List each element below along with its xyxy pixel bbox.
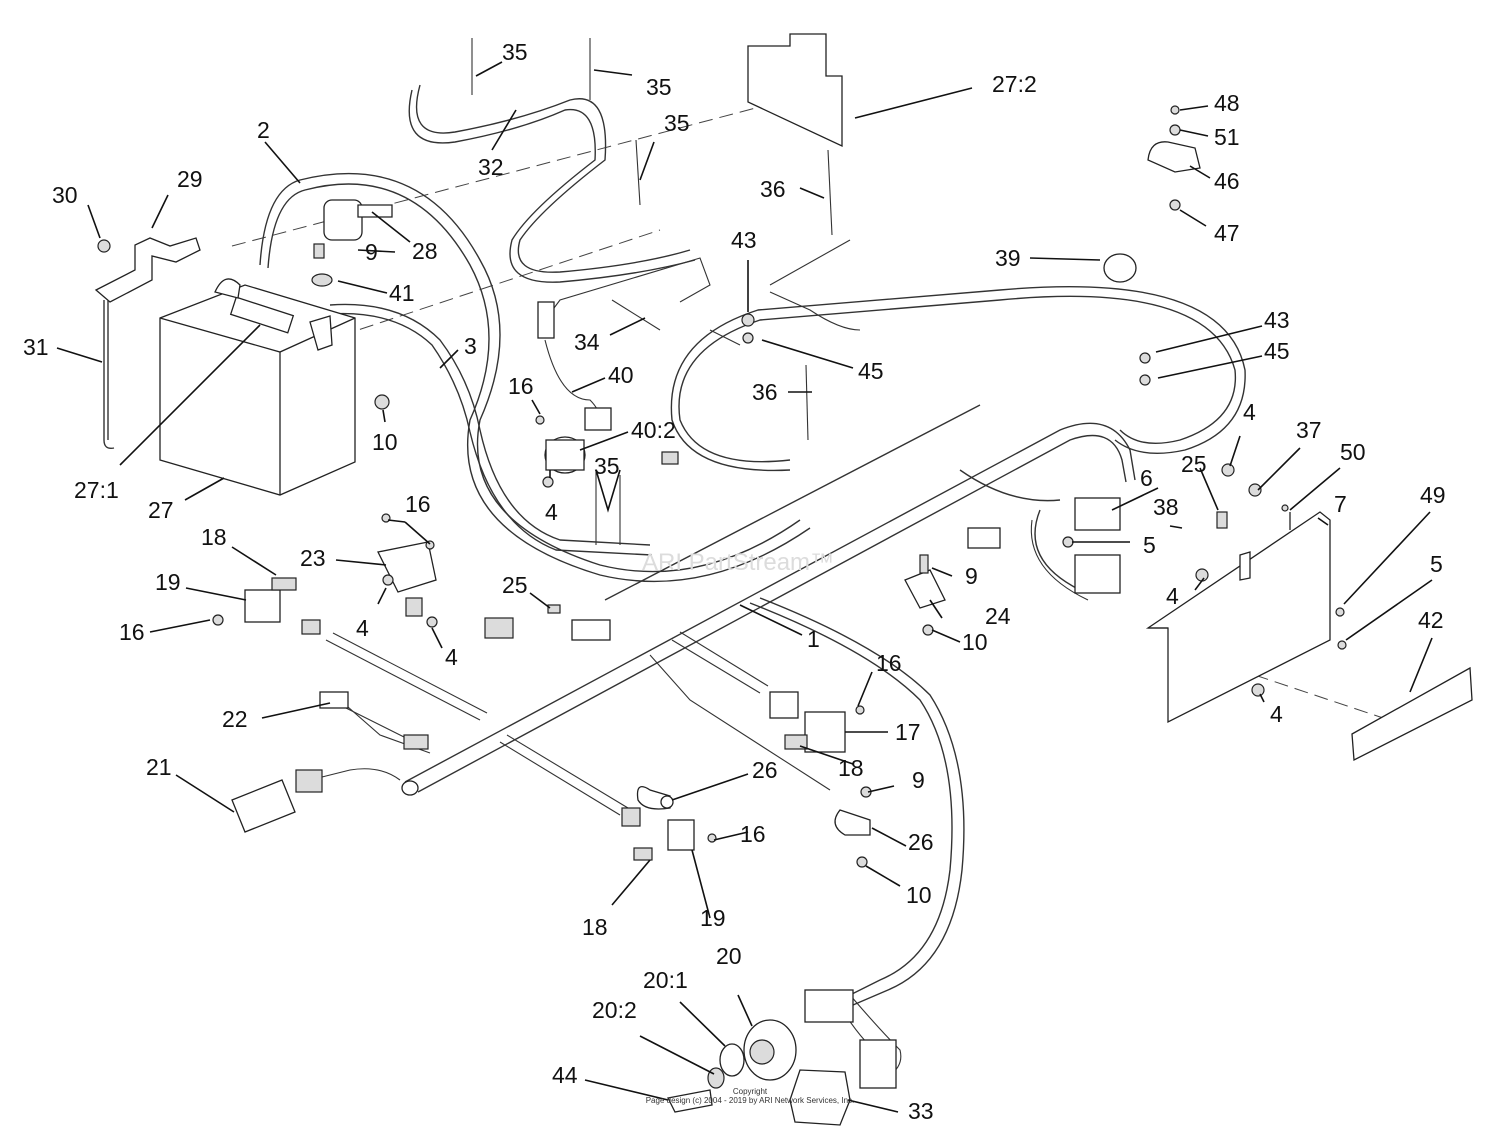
callout-40: 40 [608, 362, 634, 388]
callout-36: 36 [752, 379, 778, 405]
copyright-title: Copyright [733, 1087, 768, 1096]
callout-39: 39 [995, 245, 1021, 271]
callout-9: 9 [365, 239, 378, 265]
callout-4: 4 [445, 644, 458, 670]
callout-27: 27 [148, 497, 174, 523]
callout-3: 3 [464, 333, 477, 359]
callout-48: 48 [1214, 90, 1240, 116]
callout-25: 25 [502, 572, 528, 598]
callout-4: 4 [1270, 701, 1283, 727]
callout-4: 4 [545, 499, 558, 525]
callout-16: 16 [876, 650, 902, 676]
callout-46: 46 [1214, 168, 1240, 194]
callout-35: 35 [502, 39, 528, 65]
callout-16: 16 [405, 491, 431, 517]
callout-45: 45 [858, 358, 884, 384]
callout-26: 26 [908, 829, 934, 855]
callout-23: 23 [300, 545, 326, 571]
assembly-lines [231, 94, 1396, 723]
callout-16: 16 [119, 619, 145, 645]
callout-44: 44 [552, 1062, 578, 1088]
callout-25: 25 [1181, 451, 1207, 477]
callout-6: 6 [1140, 465, 1153, 491]
callout-19: 19 [700, 905, 726, 931]
callout-7: 7 [1334, 491, 1347, 517]
callout-41: 41 [389, 280, 415, 306]
callout-43: 43 [1264, 307, 1290, 333]
callout-27-2: 27:2 [992, 71, 1037, 97]
callout-31: 31 [23, 334, 49, 360]
watermark: ARI PartStream™ [642, 549, 834, 576]
callout-22: 22 [222, 706, 248, 732]
callout-5: 5 [1430, 551, 1443, 577]
copyright-notice: Page design (c) 2004 - 2019 by ARI Netwo… [646, 1096, 855, 1105]
callout-49: 49 [1420, 482, 1446, 508]
callout-2: 2 [257, 117, 270, 143]
callout-20-1: 20:1 [643, 967, 688, 993]
callout-50: 50 [1340, 439, 1366, 465]
callout-37: 37 [1296, 417, 1322, 443]
callout-4: 4 [1166, 583, 1179, 609]
callout-4: 4 [1243, 399, 1256, 425]
callout-18: 18 [838, 755, 864, 781]
callout-45: 45 [1264, 338, 1290, 364]
callout-5: 5 [1143, 532, 1156, 558]
callout-1: 1 [807, 626, 820, 652]
callout-16: 16 [740, 821, 766, 847]
callout-28: 28 [412, 238, 438, 264]
callout-17: 17 [895, 719, 921, 745]
callout-9: 9 [912, 767, 925, 793]
callout-35: 35 [664, 110, 690, 136]
leader-lines [56, 61, 1433, 1113]
components [94, 33, 1473, 1126]
callout-18: 18 [582, 914, 608, 940]
callout-35: 35 [646, 74, 672, 100]
callout-29: 29 [177, 166, 203, 192]
callout-26: 26 [752, 757, 778, 783]
callout-30: 30 [52, 182, 78, 208]
callout-21: 21 [146, 754, 172, 780]
callout-27-1: 27:1 [74, 477, 119, 503]
callout-32: 32 [478, 154, 504, 180]
callout-38: 38 [1153, 494, 1179, 520]
callout-10: 10 [372, 429, 398, 455]
callout-labels: 1 2 3 4 4 4 4 4 4 5 5 6 7 9 9 9 10 10 10… [23, 39, 1446, 1124]
callout-20: 20 [716, 943, 742, 969]
callout-10: 10 [906, 882, 932, 908]
callout-4: 4 [356, 615, 369, 641]
callout-42: 42 [1418, 607, 1444, 633]
callout-36: 36 [760, 176, 786, 202]
callout-18: 18 [201, 524, 227, 550]
callout-47: 47 [1214, 220, 1240, 246]
callout-51: 51 [1214, 124, 1240, 150]
callout-9: 9 [965, 563, 978, 589]
wiring-harness [259, 84, 1246, 1081]
callout-43: 43 [731, 227, 757, 253]
callout-16: 16 [508, 373, 534, 399]
callout-20-2: 20:2 [592, 997, 637, 1023]
callout-35: 35 [594, 453, 620, 479]
callout-34: 34 [574, 329, 600, 355]
callout-24: 24 [985, 603, 1011, 629]
callout-10: 10 [962, 629, 988, 655]
callout-40-2: 40:2 [631, 417, 676, 443]
callout-33: 33 [908, 1098, 934, 1124]
callout-19: 19 [155, 569, 181, 595]
